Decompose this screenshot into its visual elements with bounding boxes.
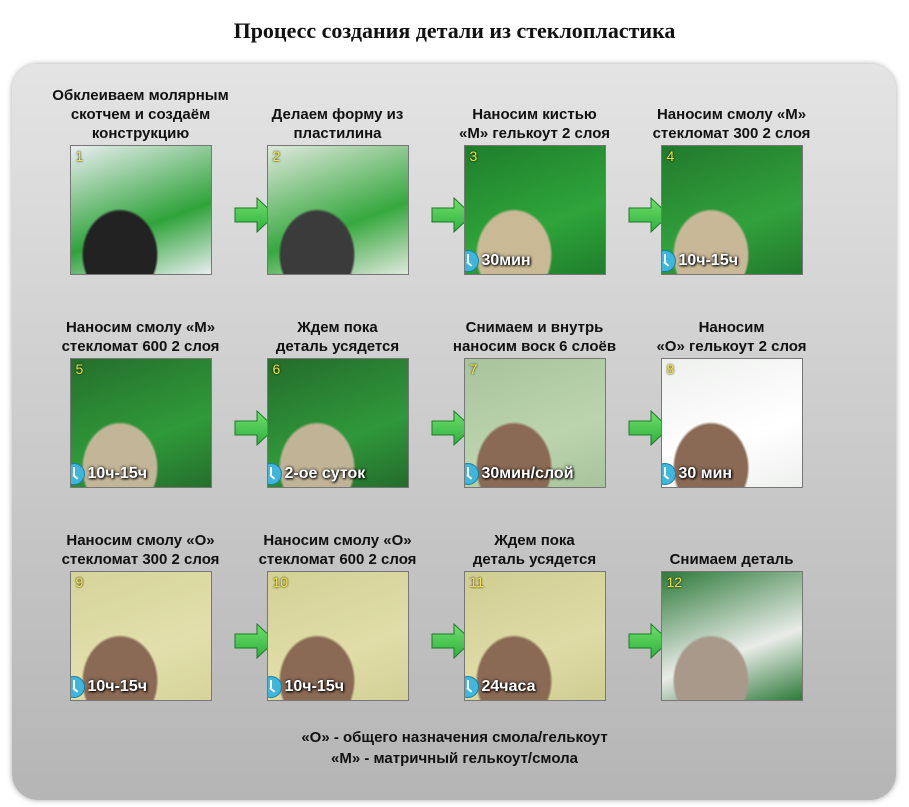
arrow-right-icon <box>431 409 473 447</box>
step-number: 9 <box>75 574 84 590</box>
step-number: 11 <box>469 574 485 590</box>
duration-badge: 10ч-15ч <box>70 676 148 698</box>
step-caption: Ждем пока деталь усядется <box>275 319 400 355</box>
step-3: Наносим кистью «М» гелькоут 2 слоя 3 30ми… <box>436 75 670 277</box>
step-photo: 12 <box>660 571 803 701</box>
legend-note-m: «М» - матричный гелькоут/смола <box>330 750 578 767</box>
arrow-right-icon <box>628 622 670 660</box>
step-photo: 3 30мин <box>463 145 606 275</box>
duration-badge: 30мин <box>464 250 531 272</box>
clock-icon <box>661 463 676 485</box>
clock-icon <box>267 676 282 698</box>
step-caption: Наносим смолу «М» стекломат 600 2 слоя <box>61 319 220 355</box>
duration-label: 24часа <box>481 678 536 695</box>
step-number: 12 <box>666 574 683 590</box>
arrow-right-icon <box>628 409 670 447</box>
arrow-right-icon <box>431 622 473 660</box>
step-number: 6 <box>272 361 281 377</box>
arrow-right-icon <box>234 196 276 234</box>
step-photo: 2 <box>266 145 409 275</box>
clock-icon <box>464 250 479 272</box>
step-caption: Ждем пока деталь усядется <box>472 532 597 568</box>
step-7: Снимаем и внутрь наносим воск 6 слоёв 7 3… <box>436 288 670 490</box>
step-caption: Снимаем деталь <box>669 551 794 568</box>
duration-label: 10ч-15ч <box>284 678 345 695</box>
clock-icon <box>267 463 282 485</box>
step-number: 1 <box>75 148 84 164</box>
step-5: Наносим смолу «М» стекломат 600 2 слоя 5… <box>42 288 276 490</box>
duration-badge: 30 мин <box>661 463 733 485</box>
step-number: 3 <box>469 148 478 164</box>
duration-label: 10ч-15ч <box>87 678 148 695</box>
step-caption: Наносим смолу «О» стекломат 300 2 слоя <box>61 532 220 568</box>
step-photo: 5 10ч-15ч <box>69 358 212 488</box>
duration-badge: 24часа <box>464 676 536 698</box>
step-number: 10 <box>272 574 289 590</box>
step-10: Наносим смолу «О» стекломат 600 2 слоя 1… <box>239 501 473 703</box>
step-2: Делаем форму из пластилина 2 <box>239 75 473 277</box>
step-photo: 11 24часа <box>463 571 606 701</box>
step-9: Наносим смолу «О» стекломат 300 2 слоя 9… <box>42 501 276 703</box>
step-number: 4 <box>666 148 675 164</box>
step-photo: 7 30мин/слой <box>463 358 606 488</box>
arrow-right-icon <box>431 196 473 234</box>
step-6: Ждем пока деталь усядется 6 2-ое суток <box>239 288 473 490</box>
step-photo: 10 10ч-15ч <box>266 571 409 701</box>
step-caption: Наносим «О» гелькоут 2 слоя <box>656 319 807 355</box>
step-caption: Делаем форму из пластилина <box>271 106 404 142</box>
duration-label: 10ч-15ч <box>87 465 148 482</box>
step-8: Наносим «О» гелькоут 2 слоя 8 30 мин <box>633 288 830 490</box>
duration-badge: 10ч-15ч <box>70 463 148 485</box>
step-12: Снимаем деталь 12 <box>633 501 830 703</box>
step-photo: 4 10ч-15ч <box>660 145 803 275</box>
duration-badge: 10ч-15ч <box>267 676 345 698</box>
step-11: Ждем пока деталь усядется 11 24часа <box>436 501 670 703</box>
step-caption: Наносим кистью «М» гелькоут 2 слоя <box>459 106 610 142</box>
step-caption: Обклеиваем молярным скотчем и создаём ко… <box>52 87 229 142</box>
duration-badge: 30мин/слой <box>464 463 574 485</box>
clock-icon <box>464 463 479 485</box>
page-title: Процесс создания детали из стеклопластик… <box>233 18 676 43</box>
step-caption: Наносим смолу «О» стекломат 600 2 слоя <box>258 532 417 568</box>
legend-note-o: «О» - общего назначения смола/гелькоут <box>301 729 608 746</box>
step-photo: 9 10ч-15ч <box>69 571 212 701</box>
clock-icon <box>464 676 479 698</box>
step-4: Наносим смолу «М» стекломат 300 2 слоя 4… <box>633 75 830 277</box>
step-caption: Снимаем и внутрь наносим воск 6 слоёв <box>452 319 617 355</box>
clock-icon <box>661 250 676 272</box>
step-photo: 6 2-ое суток <box>266 358 409 488</box>
step-number: 5 <box>75 361 84 377</box>
duration-label: 30мин <box>481 252 531 269</box>
steps-grid: Обклеиваем молярным скотчем и создаём ко… <box>42 75 830 703</box>
clock-icon <box>70 463 85 485</box>
step-number: 7 <box>469 361 478 377</box>
step-number: 2 <box>272 148 281 164</box>
arrow-right-icon <box>628 196 670 234</box>
step-number: 8 <box>666 361 675 377</box>
duration-label: 30 мин <box>678 465 733 482</box>
step-1: Обклеиваем молярным скотчем и создаём ко… <box>42 75 276 277</box>
step-photo: 1 <box>69 145 212 275</box>
duration-label: 10ч-15ч <box>678 252 739 269</box>
duration-badge: 10ч-15ч <box>661 250 739 272</box>
clock-icon <box>70 676 85 698</box>
step-caption: Наносим смолу «М» стекломат 300 2 слоя <box>652 106 811 142</box>
duration-label: 2-ое суток <box>284 465 366 482</box>
arrow-right-icon <box>234 622 276 660</box>
arrow-right-icon <box>234 409 276 447</box>
step-photo: 8 30 мин <box>660 358 803 488</box>
duration-label: 30мин/слой <box>481 465 574 482</box>
duration-badge: 2-ое суток <box>267 463 366 485</box>
